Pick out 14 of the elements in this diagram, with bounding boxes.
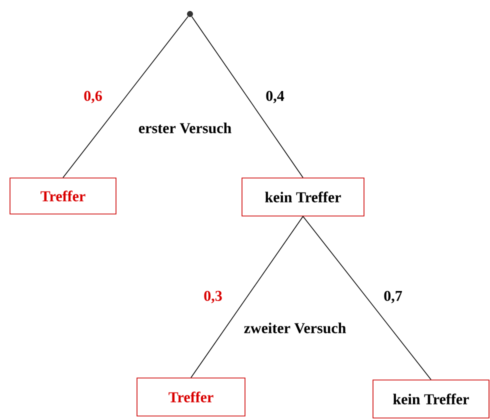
stage-label: zweiter Versuch <box>244 322 346 334</box>
branch-line <box>191 16 304 178</box>
outcome-box: Treffer <box>136 378 246 416</box>
outcome-box: Treffer <box>10 178 116 214</box>
probability-label: 0,4 <box>264 90 286 104</box>
outcome-box: kein Treffer <box>372 380 490 418</box>
stage-label: erster Versuch <box>138 122 232 134</box>
probability-label: 0,7 <box>382 290 404 304</box>
branch-line <box>302 216 432 380</box>
branch-line <box>190 216 304 378</box>
outcome-box: kein Treffer <box>242 178 364 216</box>
probability-label: 0,6 <box>82 90 104 104</box>
probability-label: 0,3 <box>202 290 224 304</box>
branch-line <box>62 16 188 178</box>
